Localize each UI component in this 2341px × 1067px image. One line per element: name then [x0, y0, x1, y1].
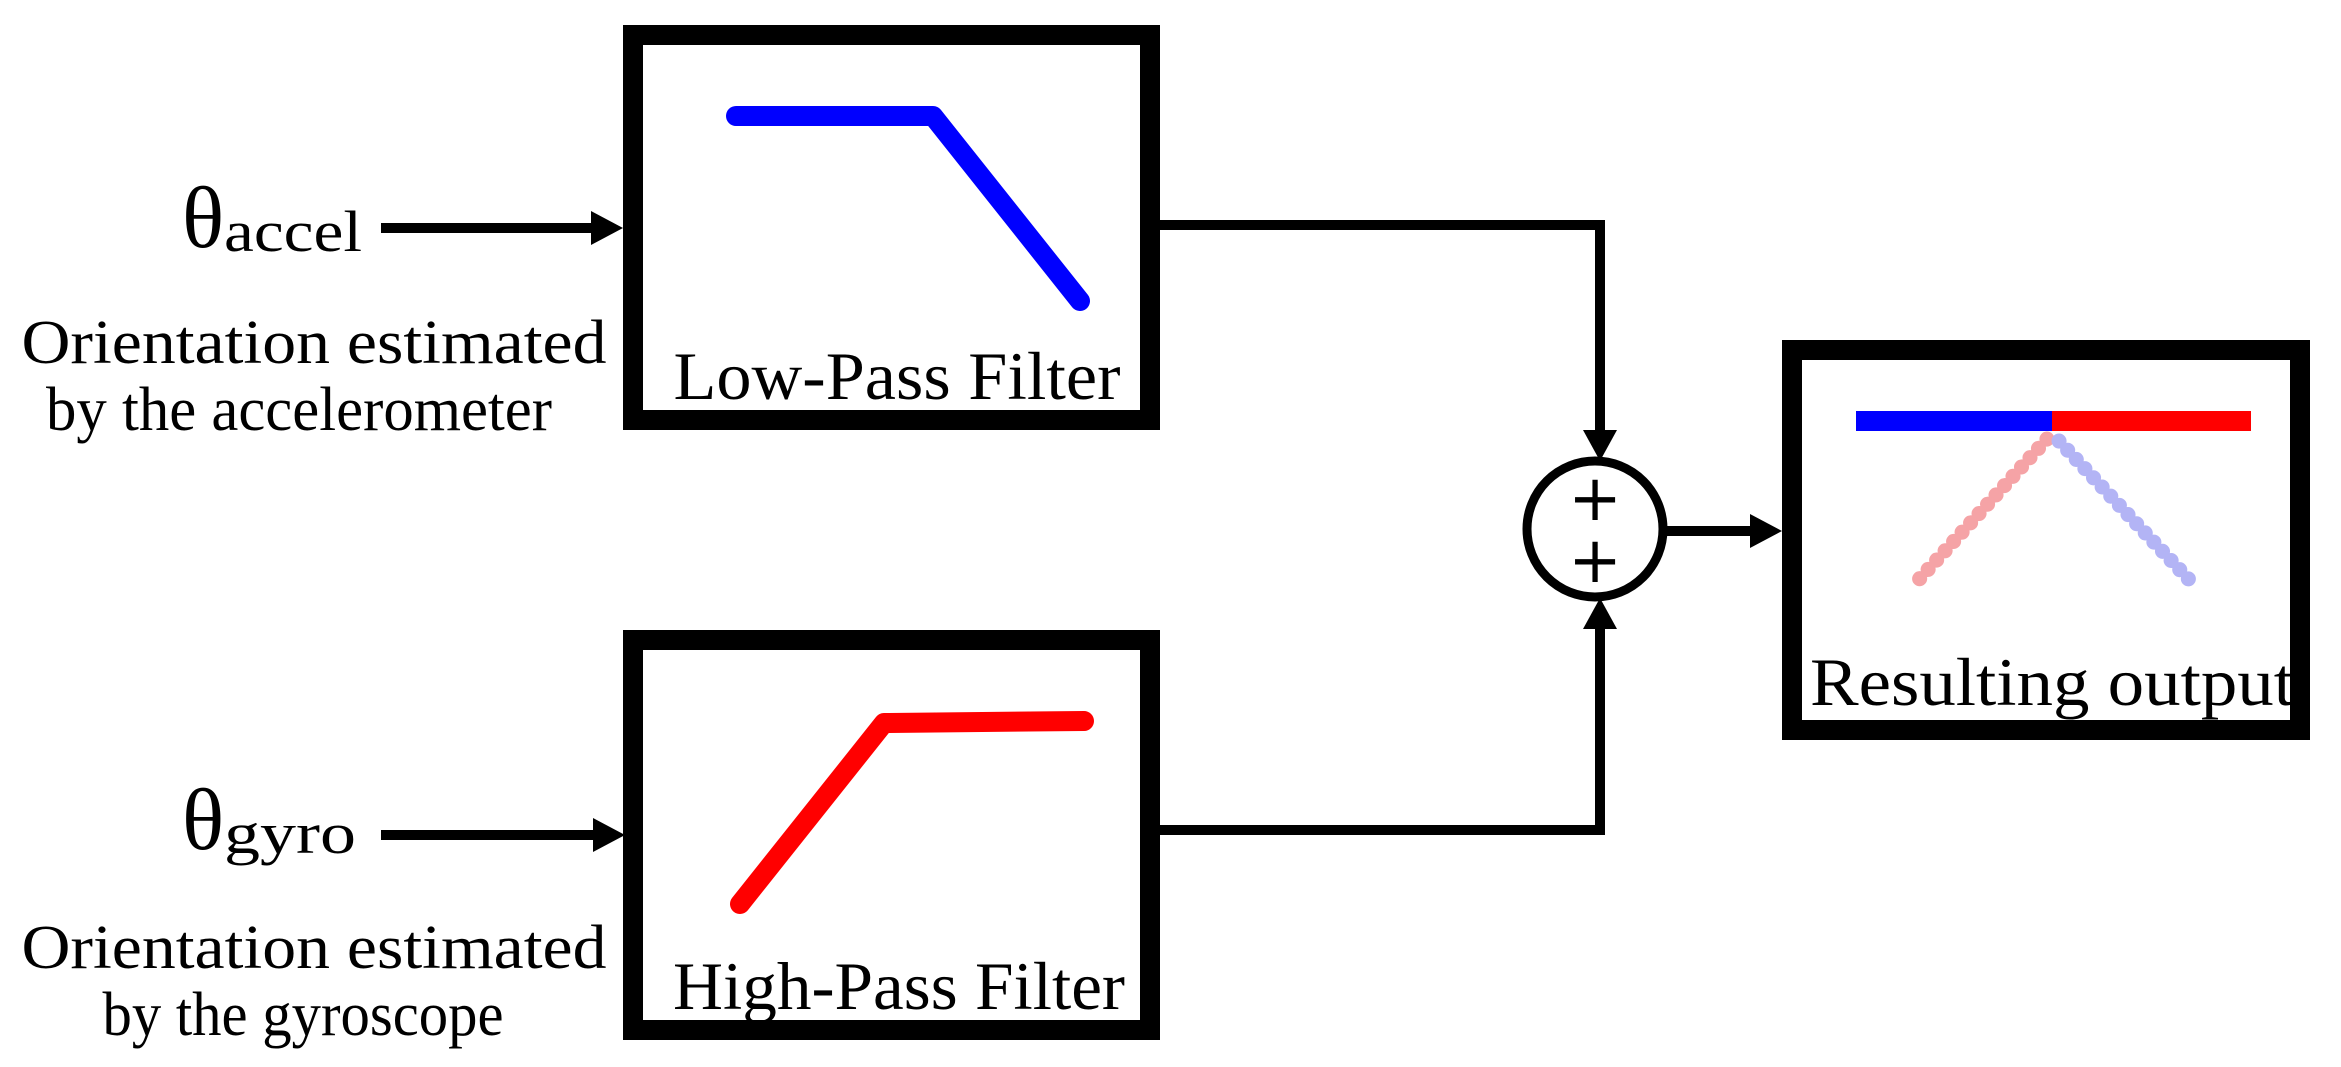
- arrow-sum-to-output: [1663, 514, 1782, 548]
- input-theta-accel: θ accel Orientation estimated by the acc…: [22, 170, 607, 444]
- theta-gyro-symbol: θ: [182, 772, 224, 869]
- resulting-output-label: Resulting output: [1810, 644, 2294, 720]
- resulting-output-block: Resulting output: [1782, 340, 2310, 740]
- low-pass-filter-box: [623, 25, 1160, 430]
- low-pass-filter-block: Low-Pass Filter: [623, 25, 1160, 430]
- input-theta-gyro: θ gyro Orientation estimated by the gyro…: [22, 772, 607, 1049]
- low-pass-response-curve-icon: [726, 106, 1090, 311]
- summing-junction: + +: [1522, 456, 1668, 602]
- arrowhead-icon: [1583, 430, 1617, 461]
- low-pass-filter-label: Low-Pass Filter: [674, 338, 1121, 414]
- caption-gyro-line1: Orientation estimated: [22, 914, 607, 982]
- arrowhead-icon: [1750, 514, 1782, 548]
- theta-accel-symbol: θ: [182, 170, 224, 267]
- arrowhead-icon: [591, 211, 623, 245]
- faded-blue-dotted-line-icon: [2051, 433, 2204, 595]
- plus-sign-bottom: +: [1568, 524, 1622, 598]
- output-red-segment-icon: [2052, 411, 2251, 431]
- plus-sign-top: +: [1568, 462, 1622, 536]
- caption-accel-line2: by the accelerometer: [46, 376, 552, 444]
- arrowhead-icon: [1583, 598, 1617, 629]
- caption-accel-line1: Orientation estimated: [22, 309, 607, 377]
- output-blue-segment-icon: [1856, 411, 2052, 431]
- connector-lpf-to-sum: [1155, 220, 1617, 461]
- arrow-accel-to-lpf: [381, 211, 623, 245]
- caption-gyro-line2: by the gyroscope: [103, 981, 504, 1049]
- theta-accel-subscript: accel: [224, 199, 362, 264]
- high-pass-filter-box: [623, 630, 1160, 1040]
- high-pass-response-curve-icon: [730, 711, 1094, 914]
- connector-line: [1155, 626, 1605, 835]
- high-pass-filter-block: High-Pass Filter: [623, 630, 1160, 1040]
- theta-gyro-subscript: gyro: [224, 801, 356, 866]
- high-pass-filter-label: High-Pass Filter: [673, 948, 1125, 1024]
- connector-hpf-to-sum: [1155, 598, 1617, 835]
- arrowhead-icon: [593, 818, 625, 852]
- connector-line: [1155, 220, 1605, 433]
- faded-red-dotted-line-icon: [1905, 431, 2055, 594]
- arrow-gyro-to-hpf: [381, 818, 625, 852]
